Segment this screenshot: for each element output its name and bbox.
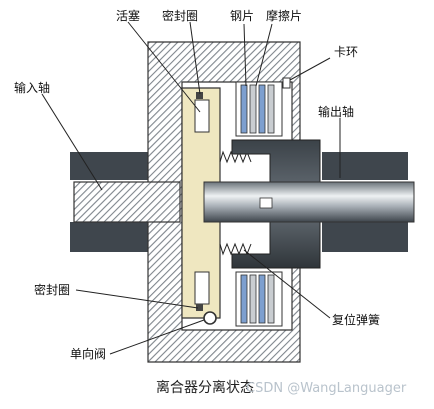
shaft-notch: [259, 197, 273, 209]
piston-slot-bottom: [194, 271, 210, 305]
input-shaft-body: [73, 181, 181, 223]
seal-bottom-shape: [196, 304, 203, 311]
diagram-caption: 离合器分离状态: [156, 379, 254, 396]
steel-plate-2: [258, 84, 266, 134]
bearing-blocks: [70, 152, 408, 252]
spring-bottom: [219, 242, 252, 256]
friction-plate-3: [249, 274, 257, 324]
seal-top-shape: [196, 92, 203, 99]
clutch-pack-top: [235, 77, 291, 137]
leader-snap-ring: [289, 57, 331, 81]
bearing-right-bottom: [322, 222, 408, 252]
label-return-spring: 复位弹簧: [332, 312, 380, 327]
leader-piston: [127, 21, 201, 113]
watermark: CSDN @WangLanguager: [246, 381, 407, 396]
leader-lines: [41, 21, 341, 355]
label-piston: 活塞: [116, 8, 140, 23]
output-shaft-body: [203, 181, 415, 223]
input-shaft: [73, 181, 181, 223]
bearing-right-top: [322, 152, 408, 180]
snap-ring-shape: [282, 77, 291, 89]
label-output-shaft: 输出轴: [318, 104, 354, 119]
steel-plate-1: [240, 84, 248, 134]
output-shaft: [203, 181, 415, 223]
friction-plate-4: [267, 274, 275, 324]
leader-return-spring: [243, 249, 331, 319]
label-seal-bottom: 密封圈: [34, 282, 70, 297]
return-springs: [219, 150, 252, 256]
friction-plate-1: [249, 84, 257, 134]
label-input-shaft: 输入轴: [14, 80, 50, 95]
spring-top: [219, 150, 252, 164]
label-snap-ring: 卡环: [334, 45, 358, 59]
label-friction-plate: 摩擦片: [266, 8, 302, 23]
check-valve-ball: [203, 311, 217, 325]
leader-input-shaft: [41, 93, 103, 191]
label-steel-plate: 钢片: [230, 9, 254, 23]
bearing-left-top: [70, 152, 148, 180]
piston-body: [181, 87, 221, 319]
leader-seal-bottom: [75, 289, 199, 309]
label-seal-top: 密封圈: [162, 8, 198, 23]
clutch-pack-bottom: [235, 271, 283, 327]
piston: [181, 87, 221, 325]
leader-friction-plate: [255, 23, 273, 87]
leader-seal-top: [189, 21, 201, 95]
bearing-left-bottom: [70, 222, 148, 252]
piston-slot-top: [194, 99, 210, 133]
leader-check-valve: [109, 319, 205, 355]
steel-plate-4: [258, 274, 266, 324]
leader-steel-plate: [243, 23, 247, 87]
label-check-valve: 单向阀: [70, 346, 106, 361]
friction-plate-2: [267, 84, 275, 134]
steel-plate-3: [240, 274, 248, 324]
